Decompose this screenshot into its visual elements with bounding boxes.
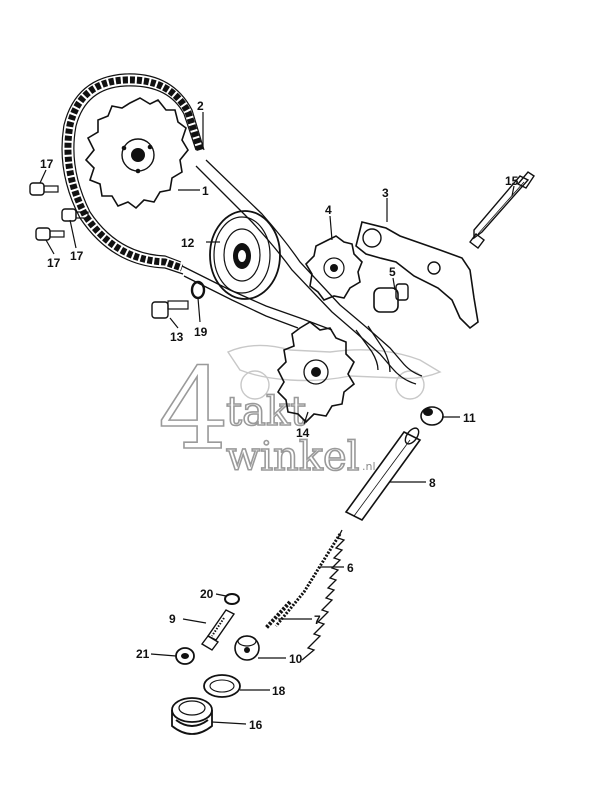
callout-15: 15: [505, 174, 519, 188]
callout-9: 9: [169, 612, 176, 626]
bolt-17-c: [61, 208, 89, 222]
callout-17-a: 17: [40, 157, 54, 171]
bolt-17-b: [35, 227, 65, 241]
spring-6: [274, 529, 346, 661]
callout-1: 1: [202, 184, 209, 198]
callout-labels: 1 2 3 4 5 6 7 8 9 10 11 12 13 14 15 16 1…: [40, 99, 519, 732]
washer-19: [190, 280, 206, 300]
watermark-word-winkel: winkel: [226, 434, 360, 480]
bolt-9: [200, 609, 236, 651]
sprocket-large: [84, 97, 189, 210]
pin-15: [469, 171, 535, 249]
callout-13: 13: [170, 330, 184, 344]
tensioner-roller: [209, 210, 281, 300]
tube-8: [344, 427, 422, 522]
callout-7: 7: [314, 613, 321, 627]
callout-16: 16: [249, 718, 263, 732]
tensioner-bracket: [355, 221, 479, 330]
callout-12: 12: [181, 236, 195, 250]
tensioner-sprocket: [304, 235, 363, 301]
watermark-digit: 4: [158, 345, 229, 475]
callout-10: 10: [289, 652, 303, 666]
nut-21: [175, 647, 195, 665]
gasket-18: [203, 674, 241, 698]
callout-5: 5: [389, 265, 396, 279]
callout-6: 6: [347, 561, 354, 575]
callout-19: 19: [194, 325, 208, 339]
callout-21: 21: [136, 647, 150, 661]
lower-sprocket: [276, 321, 356, 424]
callout-3: 3: [382, 186, 389, 200]
drive-chain: [61, 73, 205, 275]
callout-2: 2: [197, 99, 204, 113]
callout-18: 18: [272, 684, 286, 698]
oring-20: [224, 593, 240, 605]
callout-17-c: 17: [47, 256, 61, 270]
callout-8: 8: [429, 476, 436, 490]
leader-lines: [39, 112, 515, 725]
cap-bolt-5: [373, 283, 409, 313]
watermark: 4 takt winkel .nl: [157, 344, 442, 481]
plug-16: [171, 697, 213, 735]
watermark-word-takt: takt: [226, 389, 306, 435]
bolt-17-a: [29, 182, 59, 196]
callout-20: 20: [200, 587, 214, 601]
plunger-10: [234, 635, 260, 661]
spring-7: [264, 600, 292, 630]
end-cap-11: [420, 406, 444, 426]
bolt-13: [151, 300, 189, 319]
callout-14: 14: [296, 426, 310, 440]
callout-4: 4: [325, 203, 332, 217]
callout-11: 11: [463, 411, 476, 425]
watermark-suffix: .nl: [362, 460, 376, 473]
callout-17-b: 17: [70, 249, 84, 263]
